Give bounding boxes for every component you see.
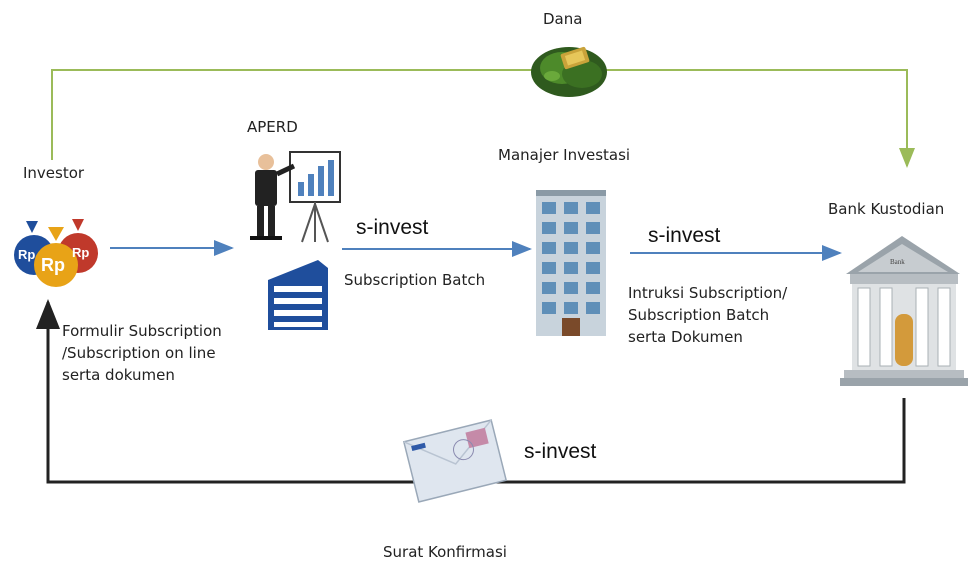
intruksi-subscription-text: Intruksi Subscription/ Subscription Batc… (628, 282, 787, 348)
envelope-icon (402, 419, 508, 503)
presenter-icon (250, 151, 341, 243)
aperd-label: APERD (247, 118, 298, 136)
s-invest-label-return: s-invest (524, 440, 597, 463)
office-building-icon (268, 260, 328, 330)
tower-building-icon (536, 190, 606, 336)
subscription-batch-label: Subscription Batch (344, 271, 486, 289)
intruksi-line-3: serta Dokumen (628, 328, 743, 346)
bank-kustodian-label: Bank Kustodian (828, 200, 945, 218)
rp-label-right: Rp (72, 245, 90, 260)
bank-icon: Bank (838, 228, 968, 388)
money-bundle-icon (531, 46, 607, 97)
money-bags-icon: Rp Rp Rp (12, 205, 102, 291)
bank-sign-label: Bank (890, 258, 905, 266)
formulir-line-2: /Subscription on line (62, 344, 216, 362)
intruksi-line-1: Intruksi Subscription/ (628, 284, 788, 302)
formulir-line-3: serta dokumen (62, 366, 175, 384)
formulir-line-1: Formulir Subscription (62, 322, 222, 340)
rp-label-left: Rp (18, 247, 36, 262)
manajer-investasi-label: Manajer Investasi (498, 146, 631, 164)
rp-label-center: Rp (41, 255, 65, 275)
investor-label: Investor (23, 164, 85, 182)
s-invest-label-aperd: s-invest (356, 216, 429, 239)
s-invest-label-manajer: s-invest (648, 224, 721, 247)
surat-konfirmasi-label: Surat Konfirmasi (383, 543, 507, 561)
formulir-subscription-text: Formulir Subscription /Subscription on l… (62, 320, 222, 386)
intruksi-line-2: Subscription Batch (628, 306, 770, 324)
dana-flow-line (51, 69, 915, 168)
dana-label: Dana (543, 10, 583, 28)
